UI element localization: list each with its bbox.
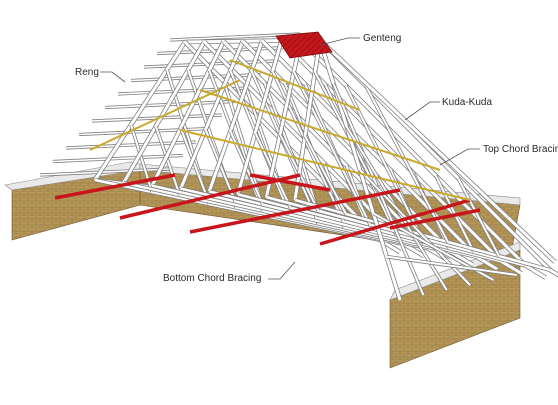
web-member (154, 126, 181, 196)
genteng-label: Genteng (363, 33, 402, 44)
top-chord (93, 41, 187, 181)
top-chord (293, 39, 322, 201)
top-chord (150, 40, 225, 187)
top-chord (241, 40, 454, 254)
rafter-tail (476, 255, 498, 271)
top-chord (207, 40, 264, 192)
hip-rafter (318, 38, 557, 264)
bracing-bar (119, 173, 301, 220)
kuda-kuda-label: Kuda-Kuda (442, 97, 493, 108)
top-chord (222, 40, 430, 250)
web-member (457, 177, 500, 257)
top-chord-bracing-lines (89, 59, 471, 201)
rafter-tail (452, 251, 474, 267)
web-member (271, 70, 345, 222)
top-chord (236, 40, 283, 195)
reng-batten (169, 33, 301, 41)
reng-batten (52, 154, 184, 163)
top-chord (299, 39, 527, 267)
web-member (365, 85, 449, 243)
rafter-tail (524, 264, 547, 280)
bracing-bar (389, 208, 481, 230)
leader-lines (100, 37, 480, 280)
genteng-tiles (275, 31, 333, 59)
reng-label: Reng (75, 67, 99, 78)
reng-batten (39, 168, 171, 176)
top-chord-bracing-label: Top Chord Bracing (483, 144, 558, 155)
bottom-chord-bracing-bars (54, 173, 481, 246)
bracing-bar (249, 173, 331, 192)
top-chord (122, 40, 206, 184)
jack-rafter (386, 255, 517, 276)
bracing-bar (189, 188, 401, 234)
web-member (344, 84, 423, 239)
bottom-chord-bracing-label: Bottom Chord Bracing (163, 273, 262, 284)
top-chord (179, 40, 245, 190)
rafter-tail (500, 260, 523, 275)
reng-batten (65, 141, 197, 149)
bracing-bar (319, 198, 471, 246)
rafter-tail (403, 242, 426, 258)
web-member (179, 127, 209, 199)
bracing-bar (54, 173, 176, 200)
rafter-tail (549, 268, 558, 277)
